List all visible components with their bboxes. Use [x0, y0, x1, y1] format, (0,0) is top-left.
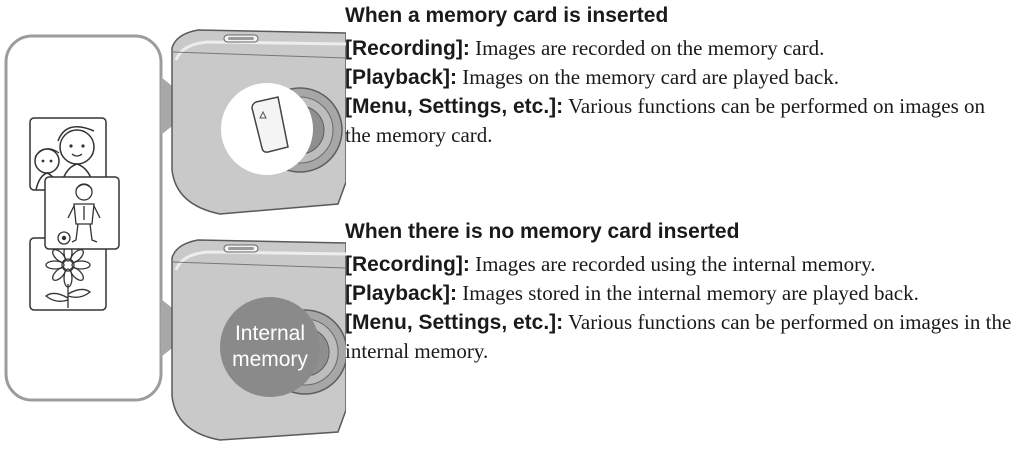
item-recording: [Recording]: Images are recorded on the …: [345, 36, 825, 60]
thumbnail-soccer-player: [44, 176, 120, 250]
section-heading: When a memory card is inserted: [345, 4, 669, 27]
section-internal-memory: When there is no memory card inserted [R…: [345, 218, 1014, 366]
camera-with-internal-memory: Internal memory: [171, 239, 346, 441]
internal-memory-label-line1: Internal: [235, 322, 305, 345]
internal-memory-label-line2: memory: [232, 348, 308, 371]
item-playback: [Playback]: Images stored in the interna…: [345, 281, 919, 305]
illustration: Internal memory: [4, 29, 346, 441]
item-menu-settings: [Menu, Settings, etc.]: Various function…: [345, 94, 986, 147]
item-menu-settings: [Menu, Settings, etc.]: Various function…: [345, 310, 1012, 363]
section-memory-card: When a memory card is inserted [Recordin…: [345, 2, 1014, 150]
camera-with-memory-card: [171, 29, 346, 215]
section-heading: When there is no memory card inserted: [345, 220, 740, 243]
item-recording: [Recording]: Images are recorded using t…: [345, 252, 876, 276]
item-playback: [Playback]: Images on the memory card ar…: [345, 65, 839, 89]
